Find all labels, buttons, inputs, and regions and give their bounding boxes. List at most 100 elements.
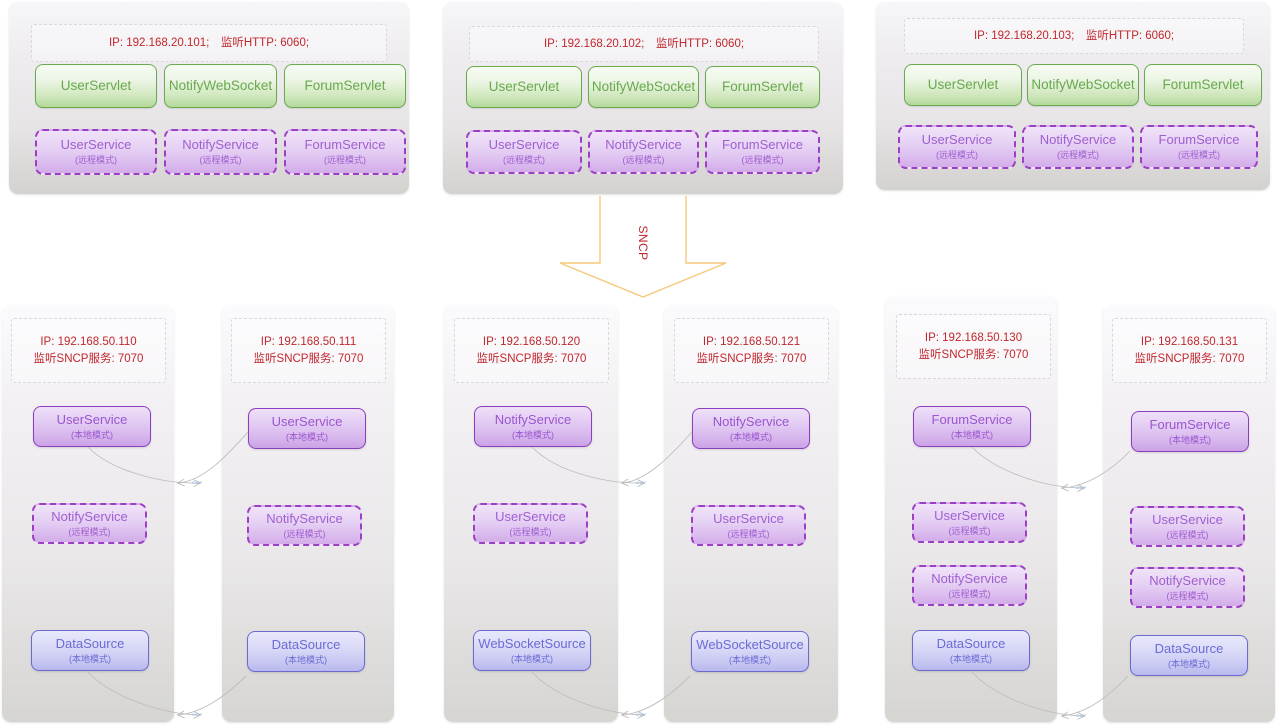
- servlet-box-forumservlet[interactable]: ForumServlet: [1144, 64, 1262, 106]
- node-mode: (远程模式): [1057, 150, 1099, 161]
- service-box-forumservice[interactable]: ForumService (远程模式): [1140, 125, 1258, 169]
- link-label-sncp: SNCP: [1076, 486, 1087, 490]
- service-node-ip: IP: 192.168.50.121 监听SNCP服务: 7070: [674, 318, 829, 383]
- sncp-arrow-label: SNCP: [636, 225, 650, 261]
- service-box-forumservice[interactable]: ForumService (远程模式): [705, 130, 820, 174]
- node-mode: (本地模式): [1168, 658, 1210, 669]
- node-mode: (本地模式): [1169, 434, 1211, 445]
- servlet-box-forumservlet[interactable]: ForumServlet: [284, 64, 406, 108]
- link-label-sncp: SNCP: [636, 481, 647, 485]
- node-label: DataSource: [1154, 640, 1224, 656]
- node-label: WebSocketSource: [696, 636, 804, 652]
- service-node-box-source[interactable]: WebSocketSource (本地模式): [691, 631, 809, 672]
- service-node-box-source[interactable]: DataSource (本地模式): [1130, 635, 1248, 676]
- node-label: NotifyService: [712, 413, 790, 429]
- node-label: NotifyService: [51, 508, 128, 524]
- ip-line-1: IP: 192.168.50.110: [40, 335, 137, 348]
- node-label: WebSocketSource: [478, 635, 586, 651]
- servlet-box-forumservlet[interactable]: ForumServlet: [705, 66, 820, 108]
- ip-line-2: 监听SNCP服务: 7070: [696, 352, 807, 365]
- servlet-box-userservlet[interactable]: UserServlet: [35, 64, 157, 108]
- node-label: UserService: [713, 510, 784, 526]
- service-node-box-source[interactable]: DataSource (本地模式): [247, 631, 365, 672]
- node-label: NotifyService: [266, 510, 343, 526]
- service-box-userservice[interactable]: UserService (远程模式): [35, 129, 157, 175]
- node-label: DataSource: [271, 636, 341, 652]
- service-node-box-primary[interactable]: UserService (本地模式): [33, 406, 151, 447]
- node-label: ForumService: [722, 137, 803, 153]
- node-mode: (远程模式): [1166, 590, 1209, 601]
- service-node-box-remote-2[interactable]: NotifyService (远程模式): [1130, 567, 1245, 608]
- service-node-box-remote-1[interactable]: UserService (远程模式): [473, 503, 588, 544]
- link-label-sncp: SNCP: [636, 713, 647, 717]
- servlet-box-notifywebsocket[interactable]: NotifyWebSocket: [164, 64, 277, 108]
- node-mode: (本地模式): [511, 653, 553, 664]
- node-mode: (本地模式): [512, 429, 554, 440]
- web-node-panel-2: IP: 192.168.20.102; 监听HTTP: 6060; UserSe…: [443, 2, 843, 194]
- service-box-notifyservice[interactable]: NotifyService (远程模式): [1022, 125, 1134, 169]
- node-label: NotifyWebSocket: [1031, 77, 1135, 93]
- servlet-box-userservlet[interactable]: UserServlet: [466, 66, 582, 108]
- service-node-box-primary[interactable]: UserService (本地模式): [248, 408, 366, 449]
- node-mode: (远程模式): [948, 588, 991, 599]
- node-label: NotifyService: [1039, 132, 1117, 148]
- node-label: NotifyService: [494, 411, 572, 427]
- ip-line-1: IP: 192.168.50.121: [702, 335, 801, 348]
- node-mode: (远程模式): [509, 526, 552, 537]
- ip-line-2: 监听SNCP服务: 7070: [476, 352, 587, 365]
- node-mode: (本地模式): [729, 654, 771, 665]
- node-label: DataSource: [55, 635, 125, 651]
- service-node-box-remote-1[interactable]: UserService (远程模式): [691, 505, 806, 546]
- service-node-box-remote-1[interactable]: NotifyService (远程模式): [32, 503, 147, 544]
- node-label: UserServlet: [60, 78, 132, 94]
- node-label: UserServlet: [927, 77, 999, 93]
- link-label-sncp: SNCP: [192, 713, 203, 717]
- node-label: ForumService: [304, 137, 386, 153]
- node-mode: (远程模式): [503, 155, 545, 166]
- service-node-ip: IP: 192.168.50.120 监听SNCP服务: 7070: [454, 318, 609, 383]
- servlet-box-notifywebsocket[interactable]: NotifyWebSocket: [588, 66, 699, 108]
- service-node-panel-50-130: IP: 192.168.50.130 监听SNCP服务: 7070 ForumS…: [885, 296, 1057, 722]
- node-mode: (远程模式): [741, 155, 784, 166]
- service-node-box-remote-1[interactable]: NotifyService (远程模式): [247, 505, 362, 546]
- service-node-box-source[interactable]: DataSource (本地模式): [31, 630, 149, 671]
- node-label: NotifyService: [931, 570, 1008, 586]
- service-node-box-primary[interactable]: ForumService (本地模式): [913, 406, 1031, 447]
- web-node-panel-3: IP: 192.168.20.103; 监听HTTP: 6060; UserSe…: [876, 2, 1270, 190]
- service-box-notifyservice[interactable]: NotifyService (远程模式): [588, 130, 699, 174]
- service-box-forumservice[interactable]: ForumService (远程模式): [284, 129, 406, 175]
- service-box-notifyservice[interactable]: NotifyService (远程模式): [164, 129, 277, 175]
- node-mode: (远程模式): [283, 528, 326, 539]
- node-label: UserService: [271, 413, 343, 429]
- service-node-panel-50-131: IP: 192.168.50.131 监听SNCP服务: 7070 ForumS…: [1103, 305, 1275, 722]
- node-mode: (远程模式): [1178, 150, 1220, 161]
- servlet-box-notifywebsocket[interactable]: NotifyWebSocket: [1027, 64, 1139, 106]
- service-node-box-source[interactable]: DataSource (本地模式): [912, 630, 1030, 671]
- service-node-box-primary[interactable]: NotifyService (本地模式): [474, 406, 592, 447]
- service-box-userservice[interactable]: UserService (远程模式): [898, 125, 1016, 169]
- node-mode: (远程模式): [75, 155, 117, 166]
- node-label: DataSource: [936, 635, 1006, 651]
- service-node-box-remote-1[interactable]: UserService (远程模式): [1130, 506, 1245, 547]
- service-node-box-primary[interactable]: NotifyService (本地模式): [692, 408, 810, 449]
- node-label: ForumServlet: [304, 78, 386, 94]
- link-label-sncp: SNCP: [1076, 714, 1087, 718]
- service-node-box-remote-1[interactable]: UserService (远程模式): [912, 502, 1027, 543]
- node-mode: (远程模式): [936, 150, 978, 161]
- node-label: NotifyService: [605, 137, 682, 153]
- service-node-box-source[interactable]: WebSocketSource (本地模式): [473, 630, 591, 671]
- node-mode: (本地模式): [285, 654, 327, 665]
- service-node-ip: IP: 192.168.50.130 监听SNCP服务: 7070: [896, 314, 1051, 379]
- node-mode: (远程模式): [622, 155, 665, 166]
- ip-line-1: IP: 192.168.50.111: [260, 335, 357, 348]
- service-node-box-remote-2[interactable]: NotifyService (远程模式): [912, 565, 1027, 606]
- service-node-box-primary[interactable]: ForumService (本地模式): [1131, 411, 1249, 452]
- node-mode: (本地模式): [286, 431, 328, 442]
- node-mode: (远程模式): [1166, 529, 1209, 540]
- service-box-userservice[interactable]: UserService (远程模式): [466, 130, 582, 174]
- node-label: NotifyService: [182, 137, 259, 153]
- node-mode: (本地模式): [730, 431, 772, 442]
- web-node-ip-text: IP: 192.168.20.103; 监听HTTP: 6060;: [973, 29, 1175, 42]
- servlet-box-userservlet[interactable]: UserServlet: [904, 64, 1022, 106]
